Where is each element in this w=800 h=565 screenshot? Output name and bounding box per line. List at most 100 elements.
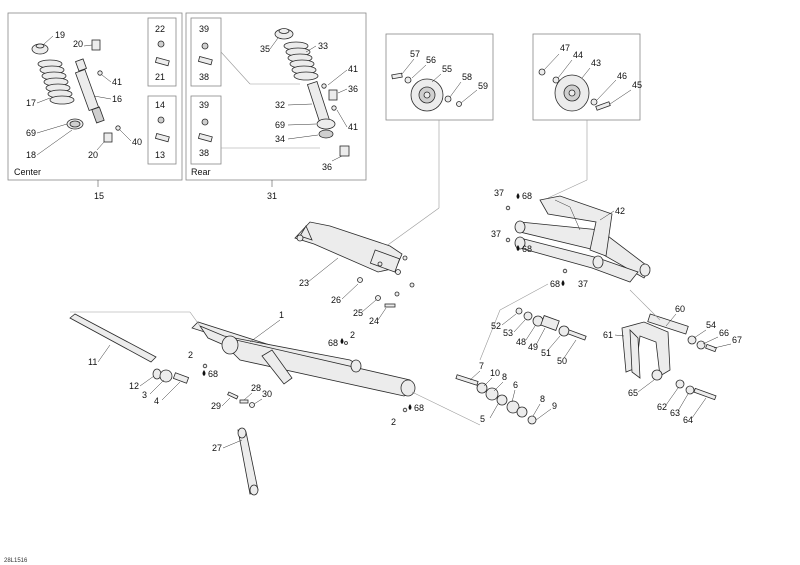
callout-11: 11: [88, 357, 97, 367]
callout-58: 58: [462, 72, 472, 82]
callout-69-center: 69: [26, 128, 36, 138]
callout-64: 64: [683, 415, 693, 425]
callout-41-rear-upper: 41: [348, 64, 358, 74]
callout-31: 31: [267, 191, 277, 201]
arm-pivot-hardware: [455, 374, 537, 425]
callout-25: 25: [353, 308, 363, 318]
rear-bracket-assembly: [621, 313, 717, 401]
callout-69-rear: 69: [275, 120, 285, 130]
callout-38-lower: 38: [199, 148, 209, 158]
callout-10: 10: [490, 368, 500, 378]
callout-59: 59: [478, 81, 488, 91]
callout-22: 22: [155, 24, 165, 34]
callout-9: 9: [552, 401, 557, 411]
callout-29: 29: [211, 401, 221, 411]
callout-68-mid: 68: [328, 338, 338, 348]
grease-drop-icon: [516, 245, 520, 251]
callout-35: 35: [260, 44, 270, 54]
callout-68-upper: 68: [522, 191, 532, 201]
grease-drop-icon: [340, 338, 344, 344]
rear-shock-box: [185, 12, 367, 181]
callout-12: 12: [129, 381, 139, 391]
center-upper-hardware-box: [147, 17, 177, 87]
callout-2-lower: 2: [391, 417, 396, 427]
shock-kit-panel: Center Rear 15 31: [7, 12, 367, 201]
callout-39-upper: 39: [199, 24, 209, 34]
callout-68-middle: 68: [522, 244, 532, 254]
callout-8-lower: 8: [540, 394, 545, 404]
callout-36-rear-lower: 36: [322, 162, 332, 172]
rear-arm-frame: [514, 195, 651, 283]
callout-44: 44: [573, 50, 583, 60]
callout-23: 23: [299, 278, 309, 288]
callout-36-rear-upper: 36: [348, 84, 358, 94]
callout-53: 53: [503, 328, 513, 338]
callout-28: 28: [251, 383, 261, 393]
callout-45: 45: [632, 80, 642, 90]
callout-20-lower: 20: [88, 150, 98, 160]
grease-drop-icon: [561, 280, 565, 286]
rear-shock-drawing: [197, 28, 350, 157]
callout-13: 13: [155, 150, 165, 160]
callout-61: 61: [603, 330, 613, 340]
callout-2-upper: 2: [188, 350, 193, 360]
callout-24: 24: [369, 316, 379, 326]
callout-68-lower-left: 68: [414, 403, 424, 413]
callout-20-upper: 20: [73, 39, 83, 49]
callout-50: 50: [557, 356, 567, 366]
callout-5: 5: [480, 414, 485, 424]
callout-39-lower: 39: [199, 100, 209, 110]
callout-37-upper: 37: [494, 188, 504, 198]
front-crossmember: [294, 221, 415, 308]
center-caption: Center: [14, 167, 41, 177]
callout-6: 6: [513, 380, 518, 390]
callout-52: 52: [491, 321, 501, 331]
idler-wheel-box-left: [385, 33, 494, 121]
callout-57: 57: [410, 49, 420, 59]
callout-62: 62: [657, 402, 667, 412]
diagram-code: 28L1516: [4, 558, 28, 564]
callout-19: 19: [55, 30, 65, 40]
callout-67: 67: [732, 335, 742, 345]
callout-3: 3: [142, 390, 147, 400]
callout-32: 32: [275, 100, 285, 110]
callout-60: 60: [675, 304, 685, 314]
callout-65: 65: [628, 388, 638, 398]
callout-40: 40: [132, 137, 142, 147]
callout-26: 26: [331, 295, 341, 305]
callout-41-center: 41: [112, 77, 122, 87]
idler-wheel-boxes: 57 56 55 58 59 47 44 43 46 45: [385, 33, 642, 121]
callout-54: 54: [706, 320, 716, 330]
callout-68-lower: 68: [550, 279, 560, 289]
callout-55: 55: [442, 64, 452, 74]
rear-lower-hardware-box: [190, 95, 222, 165]
front-arm-assembly: [69, 313, 416, 496]
callout-48: 48: [516, 337, 526, 347]
callout-37-middle: 37: [491, 229, 501, 239]
center-shock-box: [7, 12, 183, 181]
idler-wheel-box-right: [532, 33, 641, 121]
callout-17: 17: [26, 98, 36, 108]
callout-37-lower: 37: [578, 279, 588, 289]
callout-2-mid: 2: [350, 330, 355, 340]
callout-66: 66: [719, 328, 729, 338]
callout-68-left: 68: [208, 369, 218, 379]
grease-drop-icon: [408, 404, 412, 410]
callout-41-rear-lower: 41: [348, 122, 358, 132]
callout-49: 49: [528, 342, 538, 352]
callout-7: 7: [479, 361, 484, 371]
callout-51: 51: [541, 348, 551, 358]
center-shock-drawing: [31, 39, 170, 143]
grease-drop-icon: [516, 193, 520, 199]
center-lower-hardware-box: [147, 95, 177, 165]
grease-drop-icon: [202, 370, 206, 376]
callout-38-upper: 38: [199, 72, 209, 82]
callout-15: 15: [94, 191, 104, 201]
callout-1: 1: [279, 310, 284, 320]
callout-33: 33: [318, 41, 328, 51]
callout-42: 42: [615, 206, 625, 216]
callout-30: 30: [262, 389, 272, 399]
callout-47: 47: [560, 43, 570, 53]
callout-4: 4: [154, 396, 159, 406]
